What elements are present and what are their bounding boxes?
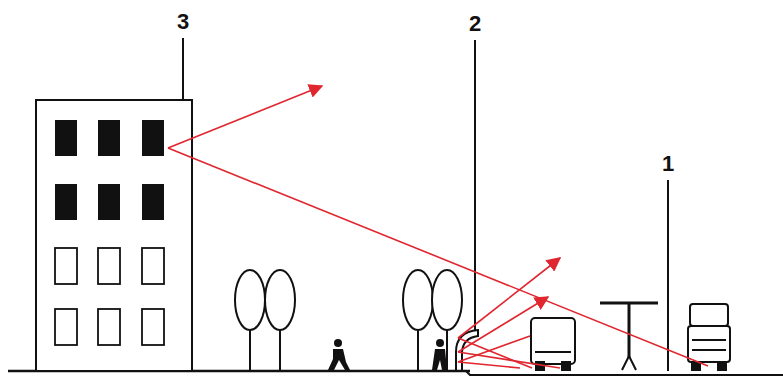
- street-lamp: [600, 303, 658, 370]
- building: [36, 100, 192, 371]
- pedestrians: [328, 339, 447, 370]
- bus: [531, 318, 575, 370]
- callout-number: 3: [175, 10, 191, 34]
- sound-rays: [168, 86, 708, 368]
- callout-number: 1: [660, 152, 676, 176]
- road-line: [466, 371, 783, 375]
- trees: [235, 270, 462, 371]
- callout-number: 2: [467, 12, 483, 36]
